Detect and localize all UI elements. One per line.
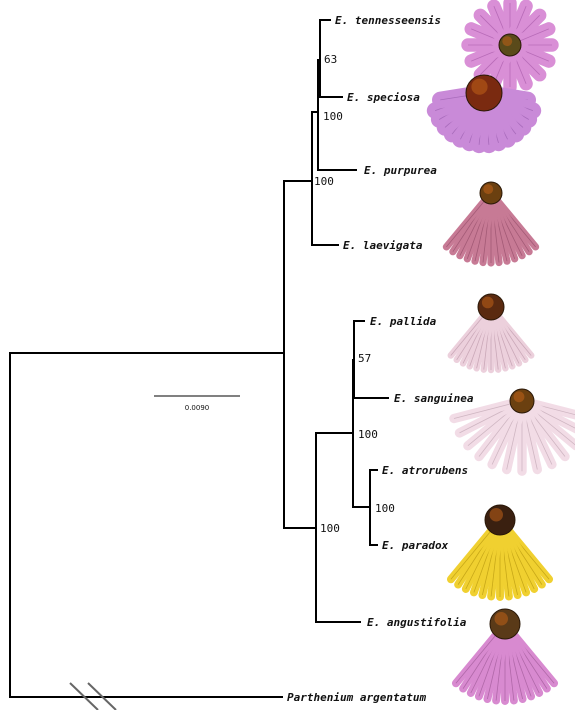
flower-cone-highlight	[502, 36, 512, 46]
taxon-label: E. purpurea	[364, 164, 437, 177]
tennesseensis-flower	[468, 3, 552, 87]
taxon-label: E. sanguinea	[394, 392, 474, 405]
flower-cone-highlight	[490, 508, 504, 522]
taxon-label: E. atrorubens	[382, 464, 468, 477]
flower-cone-highlight	[471, 79, 487, 95]
support-value: 100	[314, 175, 334, 188]
taxon-label: Parthenium argentatum	[287, 691, 426, 704]
taxon-label: E. speciosa	[347, 91, 420, 104]
laevigata-flower	[446, 182, 535, 263]
flower-cone-highlight	[482, 297, 494, 309]
taxon-label: E. tennesseensis	[335, 14, 441, 27]
paradox-flower	[451, 505, 549, 597]
flower-cone-highlight	[495, 612, 509, 626]
speciosa-flower	[435, 75, 533, 145]
scale-bar-label: 0.0090	[185, 404, 210, 412]
flower-cone-highlight	[483, 184, 493, 194]
flower-cone-highlight	[514, 391, 525, 402]
taxon-label: E. laevigata	[343, 239, 423, 252]
pallida-flower	[451, 294, 531, 370]
flower-images	[435, 3, 575, 701]
support-value: 100	[323, 110, 343, 123]
support-value: 57	[358, 352, 371, 365]
support-value: 63	[324, 53, 337, 66]
scale-bar: 0.0090	[154, 396, 240, 412]
support-value: 100	[320, 522, 340, 535]
angustifolia-flower	[456, 609, 554, 701]
root-stem	[10, 353, 282, 697]
taxon-label: E. angustifolia	[367, 616, 467, 629]
support-values: 63 100 100 57 100 100 100	[314, 53, 395, 535]
support-value: 100	[358, 428, 378, 441]
support-value: 100	[375, 502, 395, 515]
taxon-label: E. paradox	[382, 539, 449, 552]
taxon-label: E. pallida	[370, 315, 437, 328]
